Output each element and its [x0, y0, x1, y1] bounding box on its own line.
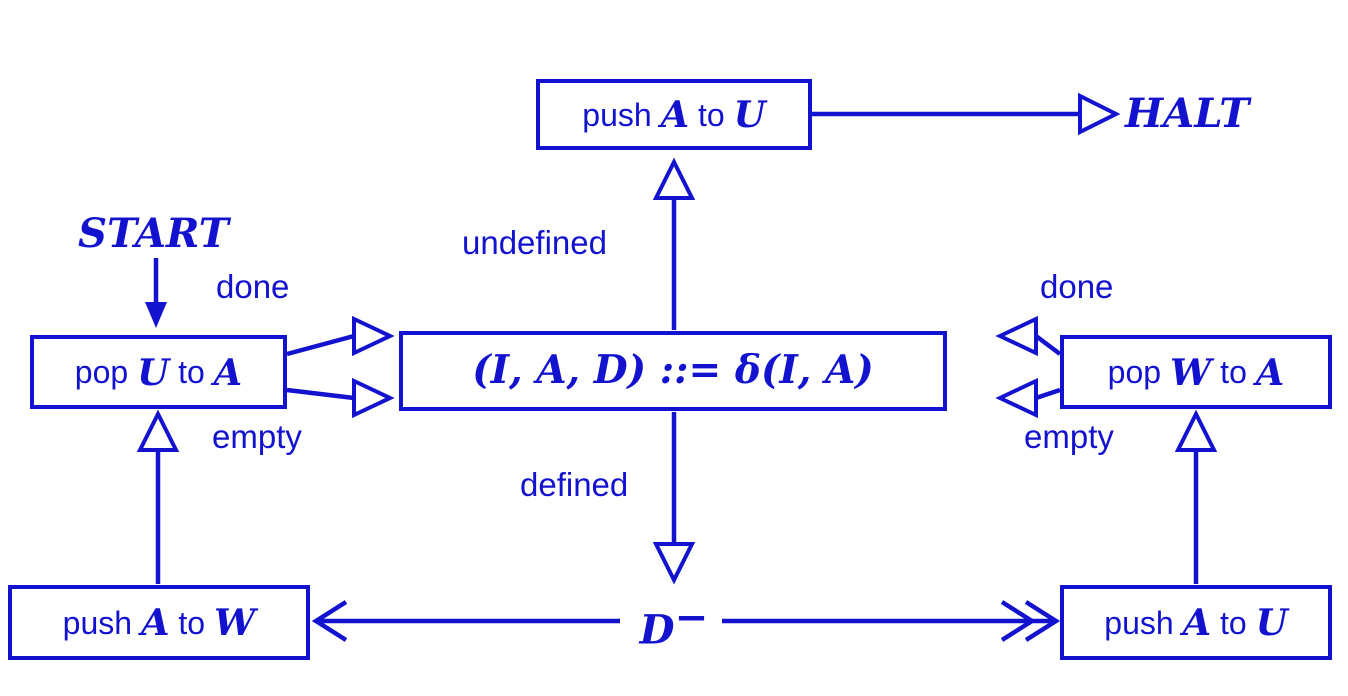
- math-part: D: [639, 606, 675, 654]
- edge-label-empty-right: empty: [1024, 418, 1114, 455]
- node-push-a-to-w: push A to W: [8, 585, 310, 660]
- text-part: push: [1104, 604, 1183, 641]
- math-part: −: [674, 594, 709, 641]
- text-part: push: [582, 96, 661, 133]
- math-part: A: [1182, 600, 1212, 645]
- edge-pop-u-empty: [286, 387, 355, 401]
- edge-label-empty-left: empty: [212, 418, 302, 455]
- text-part: pop: [1107, 354, 1170, 390]
- text-part: to: [169, 604, 214, 641]
- math-part: A: [660, 92, 690, 137]
- arrowhead-left-done-right-icon: [995, 315, 1038, 357]
- math-part: (I, A, D) ::= δ(I, A): [472, 347, 874, 394]
- text-part: to: [169, 354, 214, 390]
- math-part: A: [1255, 349, 1285, 394]
- edge-pop-w-empty: [1035, 387, 1061, 401]
- node-push-a-to-u-top: push A to U: [536, 79, 812, 150]
- text-part: push: [62, 604, 141, 641]
- text-part: to: [1211, 354, 1256, 390]
- edge-pop-u-done: [286, 333, 355, 357]
- text-part: to: [1211, 604, 1256, 641]
- arrowhead-right-double-chevron-icon: [1000, 600, 1037, 642]
- edge-label-defined: defined: [520, 466, 629, 503]
- math-part: U: [1255, 600, 1288, 645]
- arrowhead-up-left-icon: [136, 409, 180, 452]
- arrowhead-up-undefined-icon: [652, 157, 696, 200]
- math-part: A: [213, 349, 243, 394]
- edge-pop-w-done: [1034, 334, 1062, 356]
- arrowhead-up-right-icon: [1174, 409, 1218, 452]
- arrowhead-right-empty-left-icon: [352, 377, 395, 419]
- edge-label-done-right: done: [1040, 268, 1114, 305]
- arrowhead-down-defined-icon: [652, 542, 696, 585]
- arrowhead-down-start-icon: [145, 302, 167, 328]
- math-part: HALT: [1125, 90, 1250, 137]
- math-part: W: [1169, 349, 1212, 394]
- math-part: U: [137, 349, 170, 394]
- math-part: A: [140, 600, 170, 645]
- halt-label: HALT: [1125, 93, 1249, 134]
- node-d-minus: D−: [630, 597, 718, 654]
- arrowhead-left-empty-right-icon: [995, 377, 1038, 419]
- arrowhead-right-halt-icon: [1078, 92, 1121, 136]
- text-part: to: [689, 96, 734, 133]
- start-label: START: [78, 213, 229, 254]
- node-push-a-to-u-bottom: push A to U: [1060, 585, 1332, 660]
- math-part: START: [78, 210, 229, 257]
- node-transition-function: (I, A, D) ::= δ(I, A): [399, 331, 947, 411]
- arrowhead-right-double-chevron2-icon: [1024, 600, 1061, 642]
- arrowhead-right-done-left-icon: [352, 315, 395, 357]
- node-pop-u-to-a: pop U to A: [30, 335, 287, 409]
- math-part: U: [733, 92, 766, 137]
- arrowhead-left-chevron-icon: [311, 600, 348, 642]
- text-part: pop: [74, 354, 138, 390]
- edge-label-undefined: undefined: [462, 224, 607, 261]
- node-pop-w-to-a: pop W to A: [1060, 335, 1332, 409]
- edge-label-done-left: done: [216, 268, 290, 305]
- math-part: W: [213, 600, 256, 645]
